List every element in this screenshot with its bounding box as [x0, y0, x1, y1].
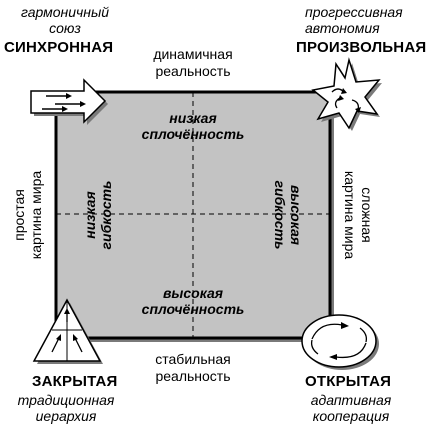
- edge-top-label: динамичная реальность: [133, 46, 253, 80]
- inner-top-line1: низкая: [169, 110, 217, 126]
- top-right-subtitle-line2: автономия: [305, 20, 380, 36]
- top-left-subtitle-line1: гармоничный: [20, 4, 110, 20]
- bottom-left-subtitle-line1: традиционная: [17, 392, 115, 408]
- edge-top-line1: динамичная: [153, 46, 233, 62]
- inner-left-line2: гибкость: [98, 180, 114, 250]
- top-right-subtitle: прогрессивная автономия: [305, 4, 403, 36]
- top-left-subtitle: гармоничный союз: [0, 4, 130, 36]
- bottom-right-title: ОТКРЫТАЯ: [305, 373, 392, 390]
- arrows-right-icon: [30, 78, 108, 125]
- edge-bottom-line1: стабильная: [155, 351, 231, 367]
- edge-top-line2: реальность: [155, 63, 231, 79]
- top-left-title: СИНХРОННАЯ: [4, 39, 114, 56]
- top-left-subtitle-line2: союз: [49, 20, 81, 36]
- starburst-icon: [311, 57, 382, 131]
- edge-bottom-line2: реальность: [155, 368, 231, 384]
- edge-left-line2: картина мира: [28, 170, 44, 260]
- top-right-title: ПРОИЗВОЛЬНАЯ: [296, 39, 427, 56]
- inner-top-line2: сплочённость: [141, 126, 245, 142]
- edge-right-line2: картина мира: [342, 170, 358, 260]
- edge-right-line1: сложная: [359, 187, 375, 243]
- top-right-subtitle-line1: прогрессивная: [305, 4, 403, 20]
- inner-bottom-line1: высокая: [162, 285, 224, 301]
- triangle-hierarchy-icon: [32, 298, 103, 364]
- inner-right-label: высокая гибкость: [272, 175, 304, 255]
- bottom-right-subtitle: адаптивная кооперация: [296, 392, 406, 424]
- circular-arrows-icon: [301, 314, 379, 370]
- edge-left-label: простая картина мира: [11, 160, 45, 270]
- inner-left-label: низкая гибкость: [82, 175, 114, 255]
- edge-right-label: сложная картина мира: [341, 160, 375, 270]
- inner-left-line1: низкая: [82, 191, 98, 239]
- bottom-right-subtitle-line1: адаптивная: [310, 392, 392, 408]
- bottom-left-subtitle: традиционная иерархия: [0, 392, 132, 424]
- bottom-right-subtitle-line2: кооперация: [312, 408, 390, 424]
- inner-right-line1: высокая: [288, 184, 304, 246]
- inner-top-label: низкая сплочённость: [133, 110, 253, 142]
- edge-left-line1: простая: [11, 189, 27, 241]
- edge-bottom-label: стабильная реальность: [133, 351, 253, 385]
- bottom-left-title: ЗАКРЫТАЯ: [32, 373, 118, 390]
- bottom-left-subtitle-line2: иерархия: [35, 408, 97, 424]
- inner-bottom-label: высокая сплочённость: [133, 285, 253, 317]
- inner-bottom-line2: сплочённость: [141, 301, 245, 317]
- inner-right-line2: гибкость: [272, 180, 288, 250]
